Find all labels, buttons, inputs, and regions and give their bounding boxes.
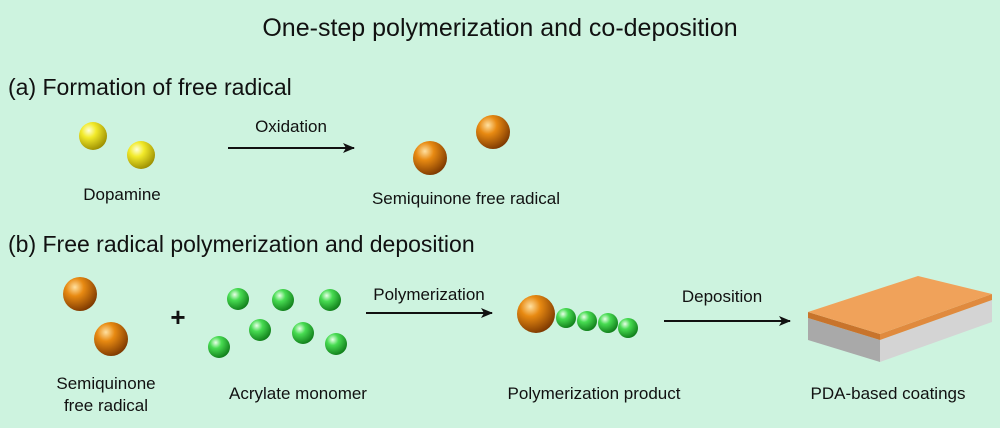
monomer-sphere	[227, 288, 249, 310]
deposition-label: Deposition	[681, 287, 763, 306]
monomer-label: Acrylate monomer	[229, 384, 367, 403]
coating-slab	[808, 276, 992, 362]
dopamine-label: Dopamine	[83, 185, 161, 204]
dopamine-molecules	[79, 122, 155, 169]
section-a-heading: (a) Formation of free radical	[8, 74, 292, 100]
monomer-sphere	[556, 308, 576, 328]
substrate-side	[880, 300, 992, 362]
monomer-sphere	[618, 318, 638, 338]
acrylate-monomers	[208, 288, 347, 358]
substrate-front	[808, 318, 880, 362]
radical-sphere	[413, 141, 447, 175]
monomer-sphere	[292, 322, 314, 344]
section-b-heading: (b) Free radical polymerization and depo…	[8, 231, 475, 257]
monomer-sphere	[249, 319, 271, 341]
coating-top	[808, 276, 992, 334]
product-label: Polymerization product	[507, 384, 681, 403]
page-title: One-step polymerization and co-depositio…	[262, 14, 738, 42]
monomer-sphere	[319, 289, 341, 311]
polymerization-product	[517, 295, 638, 338]
semiquinone-radicals-b	[63, 277, 128, 356]
polymerization-label: Polymerization	[373, 285, 485, 304]
plus-sign: +	[170, 302, 186, 332]
coating-front	[808, 312, 880, 340]
radical-sphere	[517, 295, 555, 333]
monomer-sphere	[272, 289, 294, 311]
dopamine-sphere	[127, 141, 155, 169]
coating-side	[880, 294, 992, 340]
radical-label-line1: Semiquinone	[56, 374, 156, 393]
semiquinone-label: Semiquinone free radical	[371, 189, 561, 208]
oxidation-label: Oxidation	[255, 117, 327, 136]
radical-sphere	[63, 277, 97, 311]
radical-sphere	[476, 115, 510, 149]
monomer-sphere	[598, 313, 618, 333]
monomer-sphere	[325, 333, 347, 355]
semiquinone-radicals	[413, 115, 510, 175]
monomer-sphere	[208, 336, 230, 358]
coating-label: PDA-based coatings	[810, 384, 966, 403]
dopamine-sphere	[79, 122, 107, 150]
monomer-sphere	[577, 311, 597, 331]
radical-label-line2: free radical	[63, 396, 149, 415]
radical-sphere	[94, 322, 128, 356]
